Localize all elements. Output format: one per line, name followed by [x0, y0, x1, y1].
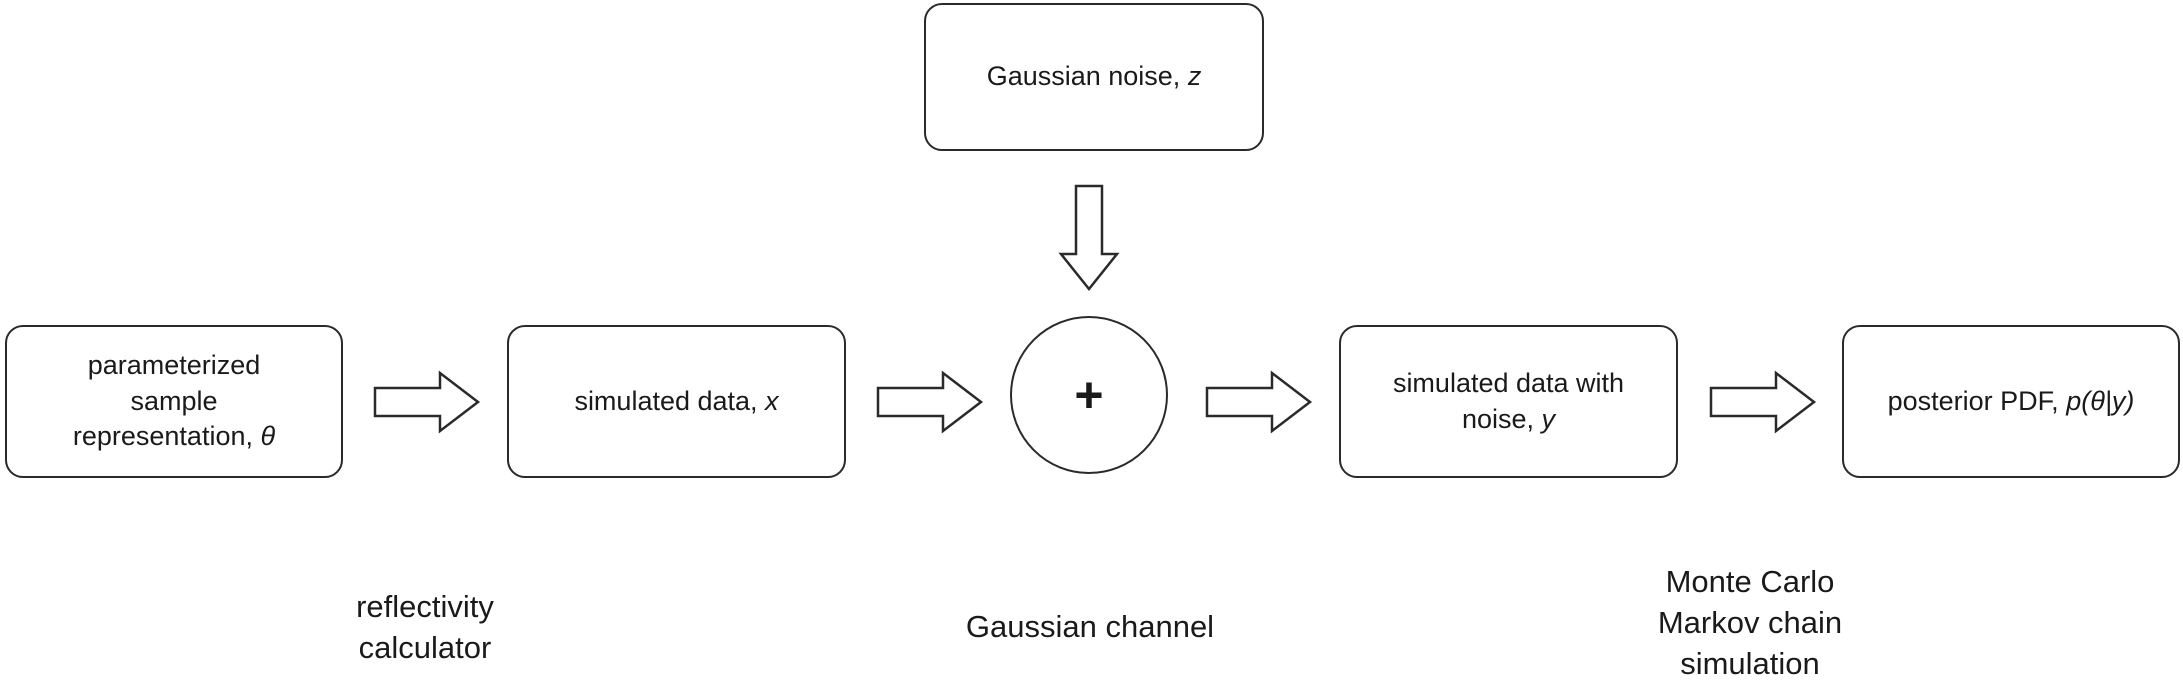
arrow-right-icon — [373, 370, 481, 434]
plus-icon: + — [1074, 367, 1104, 423]
parameterized-sample-box: parameterized sample representation, θ — [5, 325, 343, 478]
arrow-right-icon — [1709, 370, 1817, 434]
simulated-data-with-noise-box: simulated data with noise, y — [1339, 325, 1678, 478]
posterior-pdf-box: posterior PDF, p(θ|y) — [1842, 325, 2180, 478]
simulated-data-label: simulated data, x — [574, 385, 779, 416]
arrow-down-icon — [1058, 184, 1120, 292]
reflectivity-calculator-label: reflectivity calculator — [356, 589, 494, 666]
adder-circle: + — [1010, 316, 1168, 474]
gaussian-channel-label: Gaussian channel — [965, 609, 1215, 644]
mcmc-simulation-label: Monte Carlo Markov chain simulation — [1657, 564, 1843, 682]
gaussian-noise-box: Gaussian noise, z — [924, 3, 1264, 151]
simulated-data-with-noise-label: simulated data with noise, y — [1392, 367, 1625, 434]
gaussian-noise-label: Gaussian noise, z — [986, 61, 1202, 92]
arrow-right-icon — [876, 370, 984, 434]
parameterized-sample-label: parameterized sample representation, θ — [72, 350, 276, 452]
posterior-pdf-label: posterior PDF, p(θ|y) — [1887, 385, 2135, 416]
simulated-data-box: simulated data, x — [507, 325, 846, 478]
arrow-right-icon — [1205, 370, 1313, 434]
